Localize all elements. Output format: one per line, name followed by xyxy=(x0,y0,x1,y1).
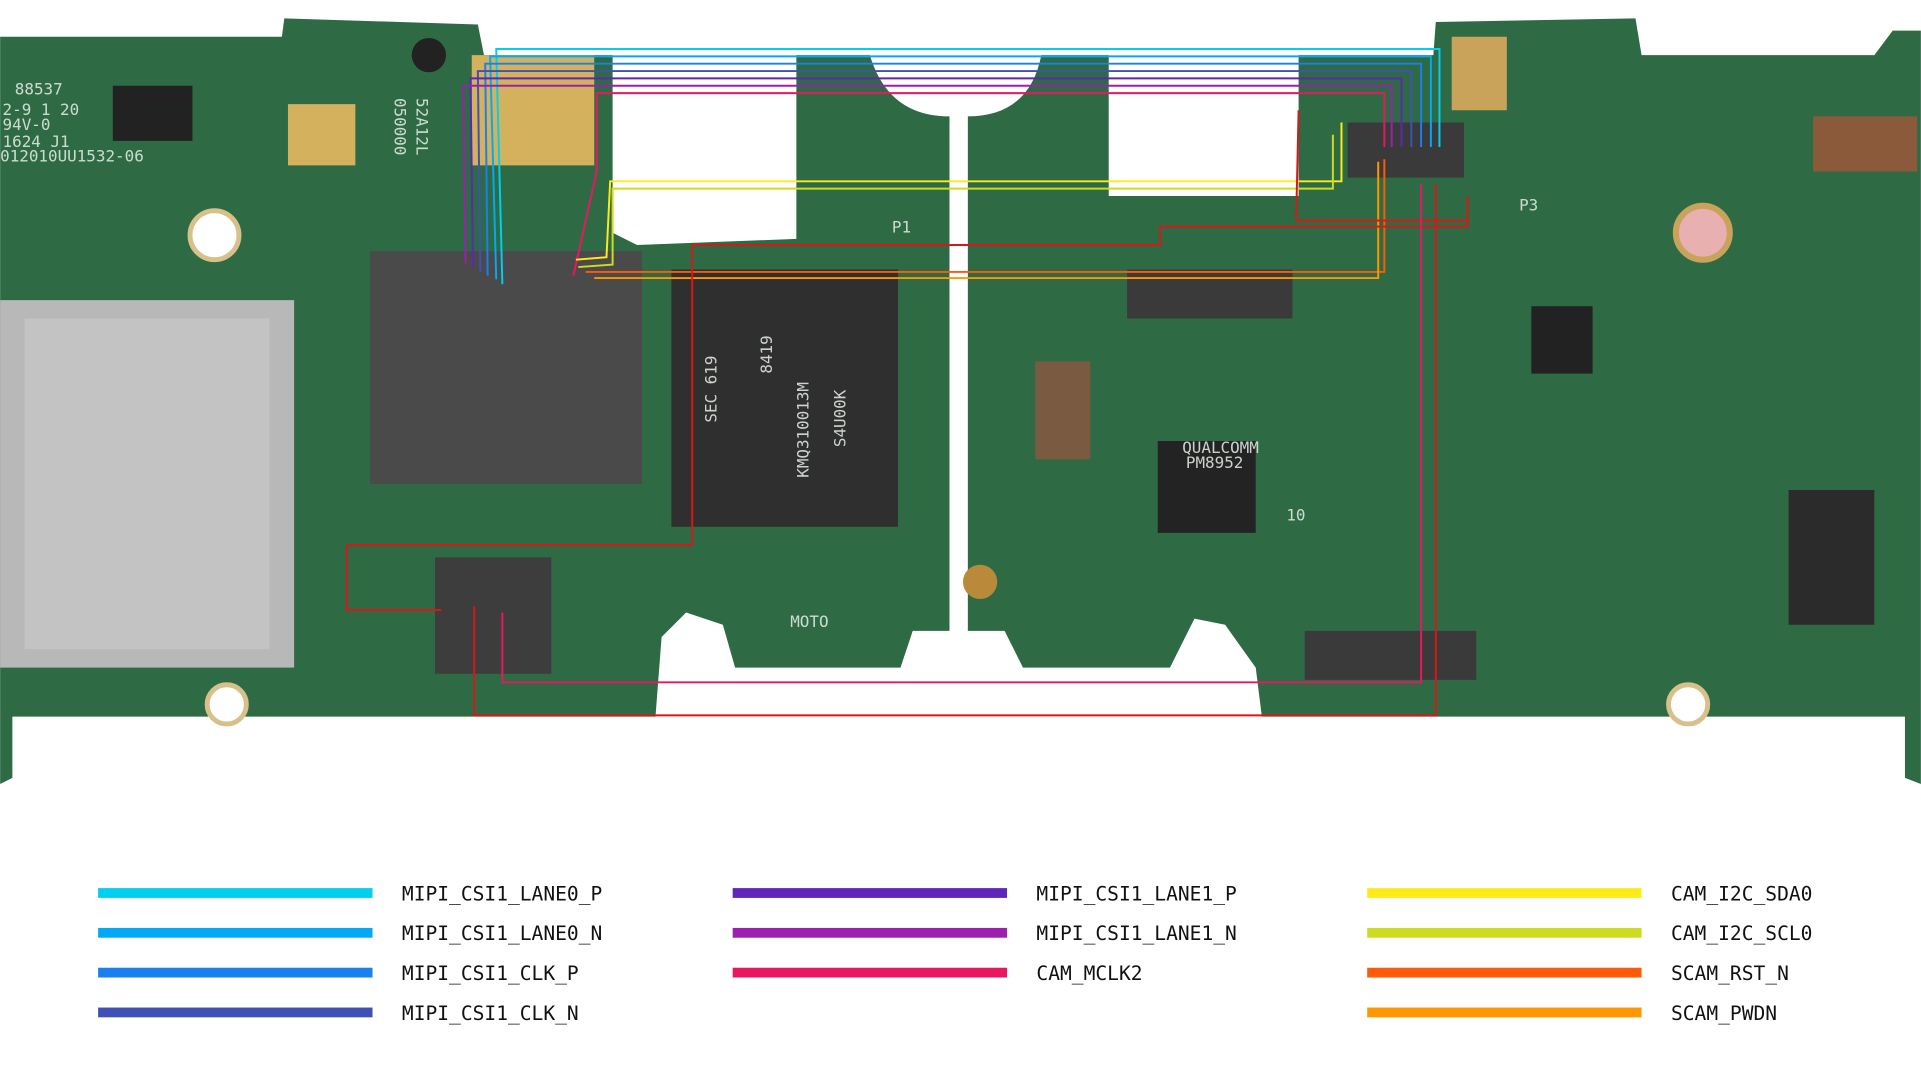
silkscreen-text: P3 xyxy=(1519,196,1538,215)
silkscreen-text: 2-9 1 20 xyxy=(3,100,80,119)
legend-label: MIPI_CSI1_CLK_P xyxy=(402,962,579,985)
legend-item: CAM_I2C_SCL0 xyxy=(1367,922,1812,945)
silkscreen-text: 050000 xyxy=(391,98,410,155)
legend-swatch xyxy=(1367,1007,1642,1018)
legend-swatch xyxy=(98,888,373,898)
silkscreen-text: 88537 xyxy=(15,79,63,98)
legend-swatch xyxy=(732,967,1008,978)
trace xyxy=(572,92,1386,276)
legend-label: CAM_MCLK2 xyxy=(1036,962,1142,985)
board-connector xyxy=(1304,630,1477,680)
legend-label: CAM_I2C_SDA0 xyxy=(1671,882,1812,905)
silkscreen-text: QUALCOMM xyxy=(1182,438,1259,457)
silkscreen-text: PM8952 xyxy=(1186,453,1243,472)
legend-item: MIPI_CSI1_LANE1_P xyxy=(732,882,1237,905)
legend-label: MIPI_CSI1_LANE0_N xyxy=(402,922,602,945)
legend-item: MIPI_CSI1_CLK_P xyxy=(98,962,579,985)
legend-swatch xyxy=(98,967,373,978)
silkscreen-text: 52A12L xyxy=(413,98,432,155)
legend-swatch xyxy=(1367,967,1642,978)
pmic-chip-right xyxy=(1157,440,1256,533)
legend-label: SCAM_RST_N xyxy=(1671,962,1789,985)
trace xyxy=(484,62,1423,276)
trace xyxy=(594,161,1380,280)
trace xyxy=(501,183,1423,684)
trace xyxy=(585,159,1386,273)
signal-traces xyxy=(345,48,1469,717)
trace xyxy=(495,48,1441,285)
silkscreen-text: 1624 J1 xyxy=(3,132,70,151)
legend-swatch xyxy=(1367,888,1642,898)
legend-swatch xyxy=(1367,927,1642,938)
legend-label: MIPI_CSI1_LANE0_P xyxy=(402,882,602,905)
silkscreen-text: SEC 619 xyxy=(702,356,721,423)
trace xyxy=(1295,110,1468,222)
legend-label: SCAM_PWDN xyxy=(1671,1002,1777,1025)
silkscreen-text: KMQ310013M xyxy=(794,382,813,478)
legend: MIPI_CSI1_LANE0_P MIPI_CSI1_LANE0_N MIPI_C… xyxy=(98,882,1812,1025)
silkscreen-text: 8419 xyxy=(757,335,776,373)
legend-label: MIPI_CSI1_LANE1_N xyxy=(1036,922,1236,945)
trace xyxy=(578,134,1334,269)
legend-swatch xyxy=(98,1007,373,1018)
legend-item: CAM_I2C_SDA0 xyxy=(1367,882,1812,905)
silkscreen-text: MOTO xyxy=(790,612,828,631)
trace xyxy=(691,195,1469,546)
trace xyxy=(476,70,1413,272)
trace xyxy=(469,77,1403,268)
soc-chip xyxy=(370,251,643,484)
pmic-chip xyxy=(434,557,552,674)
legend-swatch xyxy=(98,927,373,938)
silkscreen-text: 94V-0 xyxy=(3,115,51,134)
legend-item: MIPI_CSI1_LANE0_P xyxy=(98,882,602,905)
silkscreen-text: P1 xyxy=(892,218,911,237)
legend-label: MIPI_CSI1_CLK_N xyxy=(402,1002,579,1025)
legend-swatch xyxy=(732,927,1008,938)
silkscreen-text: 10 xyxy=(1286,506,1305,525)
trace xyxy=(575,122,1343,261)
silkscreen-text: S4U00K xyxy=(830,389,849,447)
camera-connector xyxy=(1347,122,1464,178)
trace xyxy=(345,544,693,612)
legend-item: SCAM_PWDN xyxy=(1367,1002,1777,1025)
legend-label: CAM_I2C_SCL0 xyxy=(1671,922,1812,945)
memory-chip xyxy=(671,269,899,527)
legend-item: MIPI_CSI1_CLK_N xyxy=(98,1002,579,1025)
trace xyxy=(489,55,1432,280)
trace xyxy=(473,183,1437,717)
pcb-left-board: 88537 2-9 1 20 94V-0 1624 J1 012010UU153… xyxy=(0,18,950,784)
board-connector xyxy=(1127,269,1293,319)
legend-item: SCAM_RST_N xyxy=(1367,962,1789,985)
legend-item: MIPI_CSI1_LANE0_N xyxy=(98,922,602,945)
legend-item: MIPI_CSI1_LANE1_N xyxy=(732,922,1237,945)
silkscreen-text: 012010UU1532-06 xyxy=(0,147,144,166)
legend-swatch xyxy=(732,888,1008,898)
legend-item: CAM_MCLK2 xyxy=(732,962,1143,985)
trace xyxy=(462,84,1393,264)
legend-label: MIPI_CSI1_LANE1_P xyxy=(1036,882,1236,905)
pcb-right-board: QUALCOMM PM8952 P3 10 xyxy=(962,18,1921,784)
